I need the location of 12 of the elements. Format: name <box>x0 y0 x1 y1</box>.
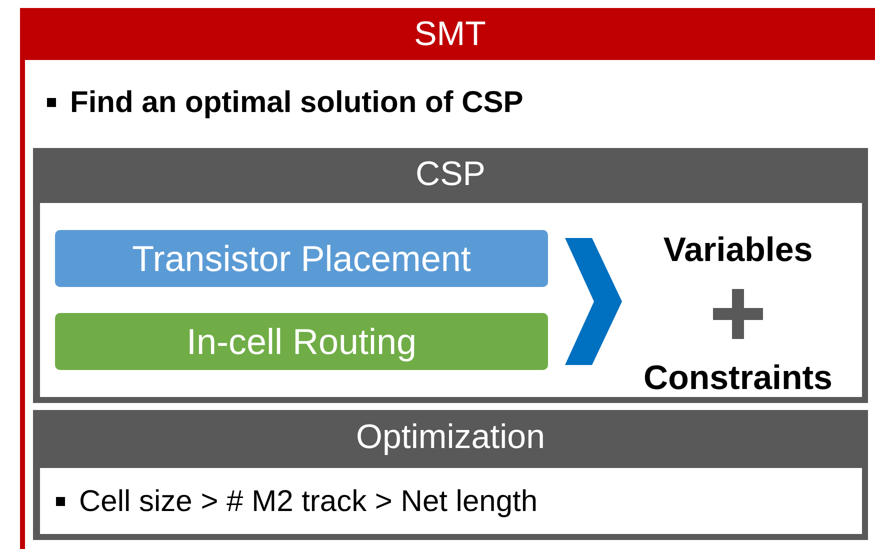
process-box: In-cell Routing <box>55 313 548 370</box>
bullet-text: Find an optimal solution of CSP <box>70 85 524 121</box>
bullet-text: Cell size > # M2 track > Net length <box>79 484 538 520</box>
chevron-arrow <box>565 238 622 365</box>
result-term: Constraints <box>644 358 832 398</box>
panel-title: CSP <box>414 154 486 194</box>
section-panel <box>20 8 875 549</box>
section-panel <box>33 148 868 403</box>
panel-title: Optimization <box>355 417 546 458</box>
result-term: Variables <box>663 230 813 270</box>
section-panel <box>33 410 868 540</box>
process-box: Transistor Placement <box>55 230 548 287</box>
